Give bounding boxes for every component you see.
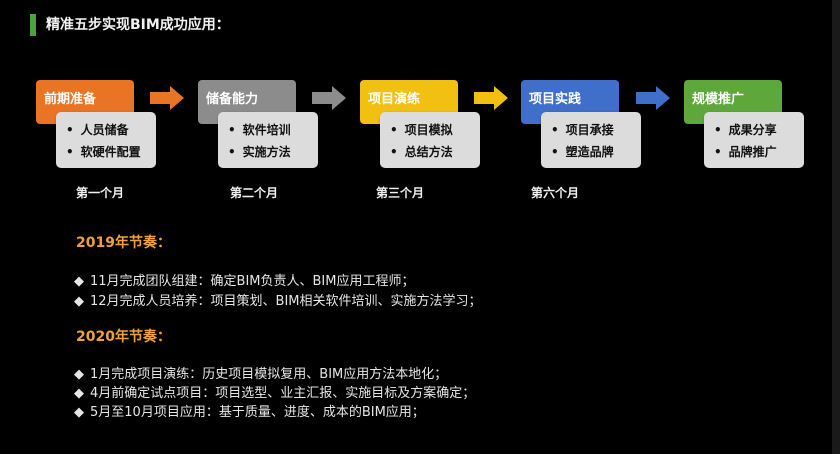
step-5-item-2: 品牌推广: [714, 141, 804, 163]
plan-2019-item-2: ◆ 12月完成人员培养：项目策划、BIM相关软件培训、实施方法学习；: [74, 290, 482, 309]
plan-item-text: 5月至10月项目应用：基于质量、进度、成本的BIM应用；: [90, 405, 425, 420]
step-5: 规模推广 成果分享 品牌推广: [684, 80, 814, 170]
plan-item-text: 4月前确定试点项目：项目选型、业主汇报、实施目标及方案确定；: [90, 386, 476, 401]
diamond-bullet-icon: ◆: [74, 405, 84, 420]
step-5-item-1: 成果分享: [714, 119, 804, 141]
slide-title: 精准五步实现BIM成功应用：: [46, 17, 230, 33]
plan-2020-item-3: ◆ 5月至10月项目应用：基于质量、进度、成本的BIM应用；: [74, 401, 425, 420]
step-4-item-1: 项目承接: [551, 119, 641, 141]
arrow-right-icon: [636, 86, 670, 110]
step-5-card: 成果分享 品牌推广: [704, 112, 804, 168]
step-1-item-2: 软硬件配置: [66, 141, 156, 163]
plan-2020-item-1: ◆ 1月完成项目演练：历史项目模拟复用、BIM应用方法本地化；: [74, 363, 447, 382]
step-3: 项目演练 项目模拟 总结方法: [360, 80, 490, 170]
plan-2020-heading: 2020年节奏：: [76, 329, 171, 345]
step-4: 项目实践 项目承接 塑造品牌: [521, 80, 651, 170]
step-1-card: 人员储备 软硬件配置: [56, 112, 156, 168]
step-4-card: 项目承接 塑造品牌: [541, 112, 641, 168]
step-1-item-1: 人员储备: [66, 119, 156, 141]
diamond-bullet-icon: ◆: [74, 294, 84, 309]
month-label-4: 第六个月: [531, 186, 580, 200]
title-accent-bar: [30, 14, 36, 36]
plan-2019-item-1: ◆ 11月完成团队组建：确定BIM负责人、BIM应用工程师；: [74, 270, 414, 289]
plan-item-text: 1月完成项目演练：历史项目模拟复用、BIM应用方法本地化；: [90, 367, 448, 382]
step-4-item-2: 塑造品牌: [551, 141, 641, 163]
step-3-card: 项目模拟 总结方法: [380, 112, 480, 168]
step-2-item-1: 软件培训: [228, 119, 318, 141]
month-label-3: 第三个月: [376, 186, 425, 200]
plan-item-text: 11月完成团队组建：确定BIM负责人、BIM应用工程师；: [90, 274, 415, 289]
step-1: 前期准备 人员储备 软硬件配置: [36, 80, 166, 170]
arrow-right-icon: [150, 86, 184, 110]
window-edge: [832, 0, 840, 454]
plan-2020-item-2: ◆ 4月前确定试点项目：项目选型、业主汇报、实施目标及方案确定；: [74, 382, 475, 401]
diamond-bullet-icon: ◆: [74, 386, 84, 401]
step-3-item-1: 项目模拟: [390, 119, 480, 141]
arrow-right-icon: [474, 86, 508, 110]
plan-item-text: 12月完成人员培养：项目策划、BIM相关软件培训、实施方法学习；: [90, 294, 482, 309]
month-label-1: 第一个月: [76, 186, 125, 200]
step-3-item-2: 总结方法: [390, 141, 480, 163]
arrow-right-icon: [312, 86, 346, 110]
month-label-2: 第二个月: [230, 186, 279, 200]
step-2: 储备能力 软件培训 实施方法: [198, 80, 328, 170]
step-2-card: 软件培训 实施方法: [218, 112, 318, 168]
diamond-bullet-icon: ◆: [74, 274, 84, 289]
step-2-item-2: 实施方法: [228, 141, 318, 163]
diamond-bullet-icon: ◆: [74, 367, 84, 382]
plan-2019-heading: 2019年节奏：: [76, 235, 171, 251]
